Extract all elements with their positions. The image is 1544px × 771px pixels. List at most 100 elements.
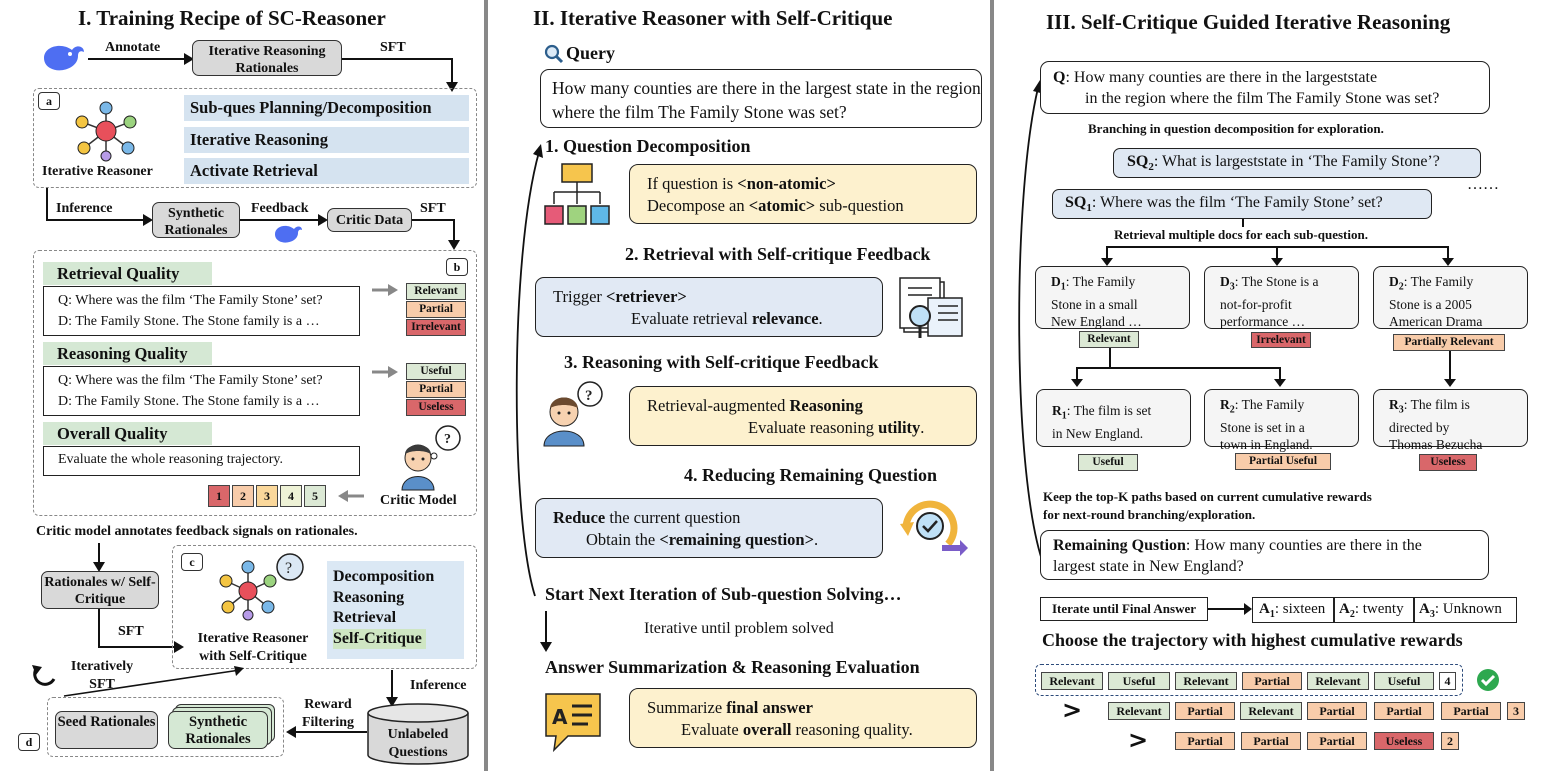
arrow-left-icon — [338, 490, 364, 502]
critic-model-label: Critic Model — [380, 493, 457, 508]
doc-1-box: D1: The Family Stone in a small New Engl… — [1035, 266, 1190, 329]
reason-1-box: R1: The film is set in New England. — [1036, 389, 1191, 447]
neural-network-icon — [75, 101, 137, 162]
critic-data-box: Critic Data — [327, 208, 412, 232]
row1-step1: Relevant — [1041, 672, 1103, 690]
branching-text: Branching in question decomposition for … — [1088, 121, 1384, 136]
reward-filtering-label: Reward Filtering — [301, 697, 355, 730]
panel2-title: II. Iterative Reasoner with Self-Critiqu… — [533, 6, 893, 30]
synthetic-rationales-box: Synthetic Rationales — [152, 202, 240, 238]
ability-retrieval: Retrieval — [333, 609, 397, 626]
row2-step2: Partial — [1175, 702, 1235, 720]
step4-title: 4. Reducing Remaining Question — [684, 465, 938, 485]
row1-score: 4 — [1439, 672, 1456, 690]
step4-box: Reduce the current question Obtain the <… — [535, 498, 883, 558]
row3-step1: Partial — [1175, 732, 1235, 750]
deepseek-whale-icon-small — [275, 225, 302, 243]
loop-icon — [32, 665, 56, 686]
critic-annotates-text: Critic model annotates feedback signals … — [36, 524, 358, 539]
final-answer-box: Summarize final answer Evaluate overall … — [629, 688, 977, 748]
chat-answer-icon: A — [545, 693, 601, 753]
reason-3-tag: Useless — [1419, 454, 1477, 471]
more-dots: …… — [1467, 176, 1499, 193]
iteratively-sft-label: Iteratively SFT — [70, 659, 134, 692]
ability-reasoning: Reasoning — [333, 588, 405, 606]
row1-step6: Useful — [1374, 672, 1434, 690]
score-1: 1 — [208, 485, 230, 507]
row2-step5: Partial — [1374, 702, 1434, 720]
reasoning-quality-title: Reasoning Quality — [43, 342, 212, 365]
tag-partial: Partial — [406, 301, 466, 318]
row1-step2: Useful — [1108, 672, 1170, 690]
reason-3-box: R3: The film is directed by Thomas Bezuc… — [1373, 389, 1528, 452]
overall-quality-example: Evaluate the whole reasoning trajectory. — [43, 446, 360, 476]
overall-quality-title: Overall Quality — [43, 422, 212, 445]
answers-box: A1: sixteen A2: twenty A3: Unknown — [1252, 597, 1517, 623]
row2-step4: Partial — [1307, 702, 1367, 720]
score-4: 4 — [280, 485, 302, 507]
ability-self-critique: Self-Critique — [333, 628, 426, 649]
keep-top-k-text: Keep the top-K paths based on current cu… — [1043, 489, 1372, 522]
sft-label-1: SFT — [380, 40, 406, 55]
deepseek-whale-icon — [44, 45, 84, 71]
rationales-self-critique-box: Rationales w/ Self-Critique — [41, 571, 159, 609]
row3-step3: Partial — [1307, 732, 1367, 750]
label-a: a — [38, 92, 60, 110]
score-3: 3 — [256, 485, 278, 507]
step1-box: If question is <non-atomic> Decompose an… — [629, 164, 977, 224]
panel3-title: III. Self-Critique Guided Iterative Reas… — [1046, 10, 1451, 34]
seed-rationales-box: Seed Rationales — [55, 711, 158, 749]
row2-score: 3 — [1507, 702, 1525, 720]
best-trajectory-frame — [1035, 664, 1463, 696]
iterative-reasoner-label: Iterative Reasoner — [42, 164, 153, 179]
step1-title: 1. Question Decomposition — [545, 136, 751, 156]
row3-step4: Useless — [1374, 732, 1434, 750]
tag-relevant: Relevant — [406, 283, 466, 300]
doc-2-tag: Partially Relevant — [1393, 334, 1505, 351]
svg-text:?: ? — [444, 432, 451, 447]
reasoning-quality-example: Q: Where was the film ‘The Family Stone’… — [43, 366, 360, 416]
row2-step1: Relevant — [1108, 702, 1170, 720]
decomposition-tree-icon — [544, 163, 610, 225]
query-box: How many counties are there in the large… — [540, 69, 982, 128]
score-5: 5 — [304, 485, 326, 507]
remaining-question-box: Remaining Qustion: How many counties are… — [1040, 530, 1489, 580]
reason-2-tag: Partial Useful — [1235, 453, 1331, 470]
svg-text:A: A — [552, 705, 568, 729]
row2-step6: Partial — [1441, 702, 1501, 720]
answer-summarization-title: Answer Summarization & Reasoning Evaluat… — [545, 657, 920, 677]
row3-step2: Partial — [1241, 732, 1301, 750]
inference-label-2: Inference — [410, 678, 467, 693]
arrow-right-icon — [372, 284, 398, 296]
box-a — [33, 88, 477, 188]
unlabeled-questions-db — [367, 703, 469, 765]
refresh-check-icon — [900, 500, 968, 556]
row2-step3: Relevant — [1240, 702, 1302, 720]
abilities-box: Decomposition Reasoning Retrieval Self-C… — [327, 561, 464, 659]
ability-decomposition: Decomposition — [333, 568, 435, 585]
doc-2-box: D2: The Family Stone is a 2005 American … — [1373, 266, 1528, 329]
reasoner-self-critique-label: Iterative Reasoner with Self-Critique — [197, 631, 309, 664]
choose-trajectory-title: Choose the trajectory with highest cumul… — [1042, 630, 1463, 650]
box-c — [172, 545, 477, 669]
svg-text:?: ? — [285, 560, 292, 577]
panel-divider-2 — [990, 0, 994, 771]
doc-1-tag: Relevant — [1079, 331, 1139, 348]
row3-score: 2 — [1441, 732, 1459, 750]
unlabeled-questions-label: Unlabeled Questions — [387, 727, 449, 760]
question-box: Q: How many counties are there in the la… — [1040, 61, 1490, 114]
search-icon — [544, 44, 564, 64]
panel1-title: I. Training Recipe of SC-Reasoner — [78, 6, 386, 30]
label-c: c — [181, 553, 203, 571]
retrieval-quality-title: Retrieval Quality — [43, 262, 212, 285]
sft-label-2: SFT — [420, 201, 446, 216]
skill-retrieval: Activate Retrieval — [184, 158, 469, 184]
annotate-label: Annotate — [105, 40, 161, 55]
row1-step4: Partial — [1242, 672, 1302, 690]
label-b: b — [446, 258, 468, 276]
skill-decomposition: Sub-ques Planning/Decomposition — [184, 95, 469, 121]
step3-title: 3. Reasoning with Self-critique Feedback — [564, 352, 879, 372]
svg-text:?: ? — [585, 388, 593, 404]
neural-network-question-icon: ? — [219, 553, 304, 621]
box-b — [33, 250, 477, 516]
